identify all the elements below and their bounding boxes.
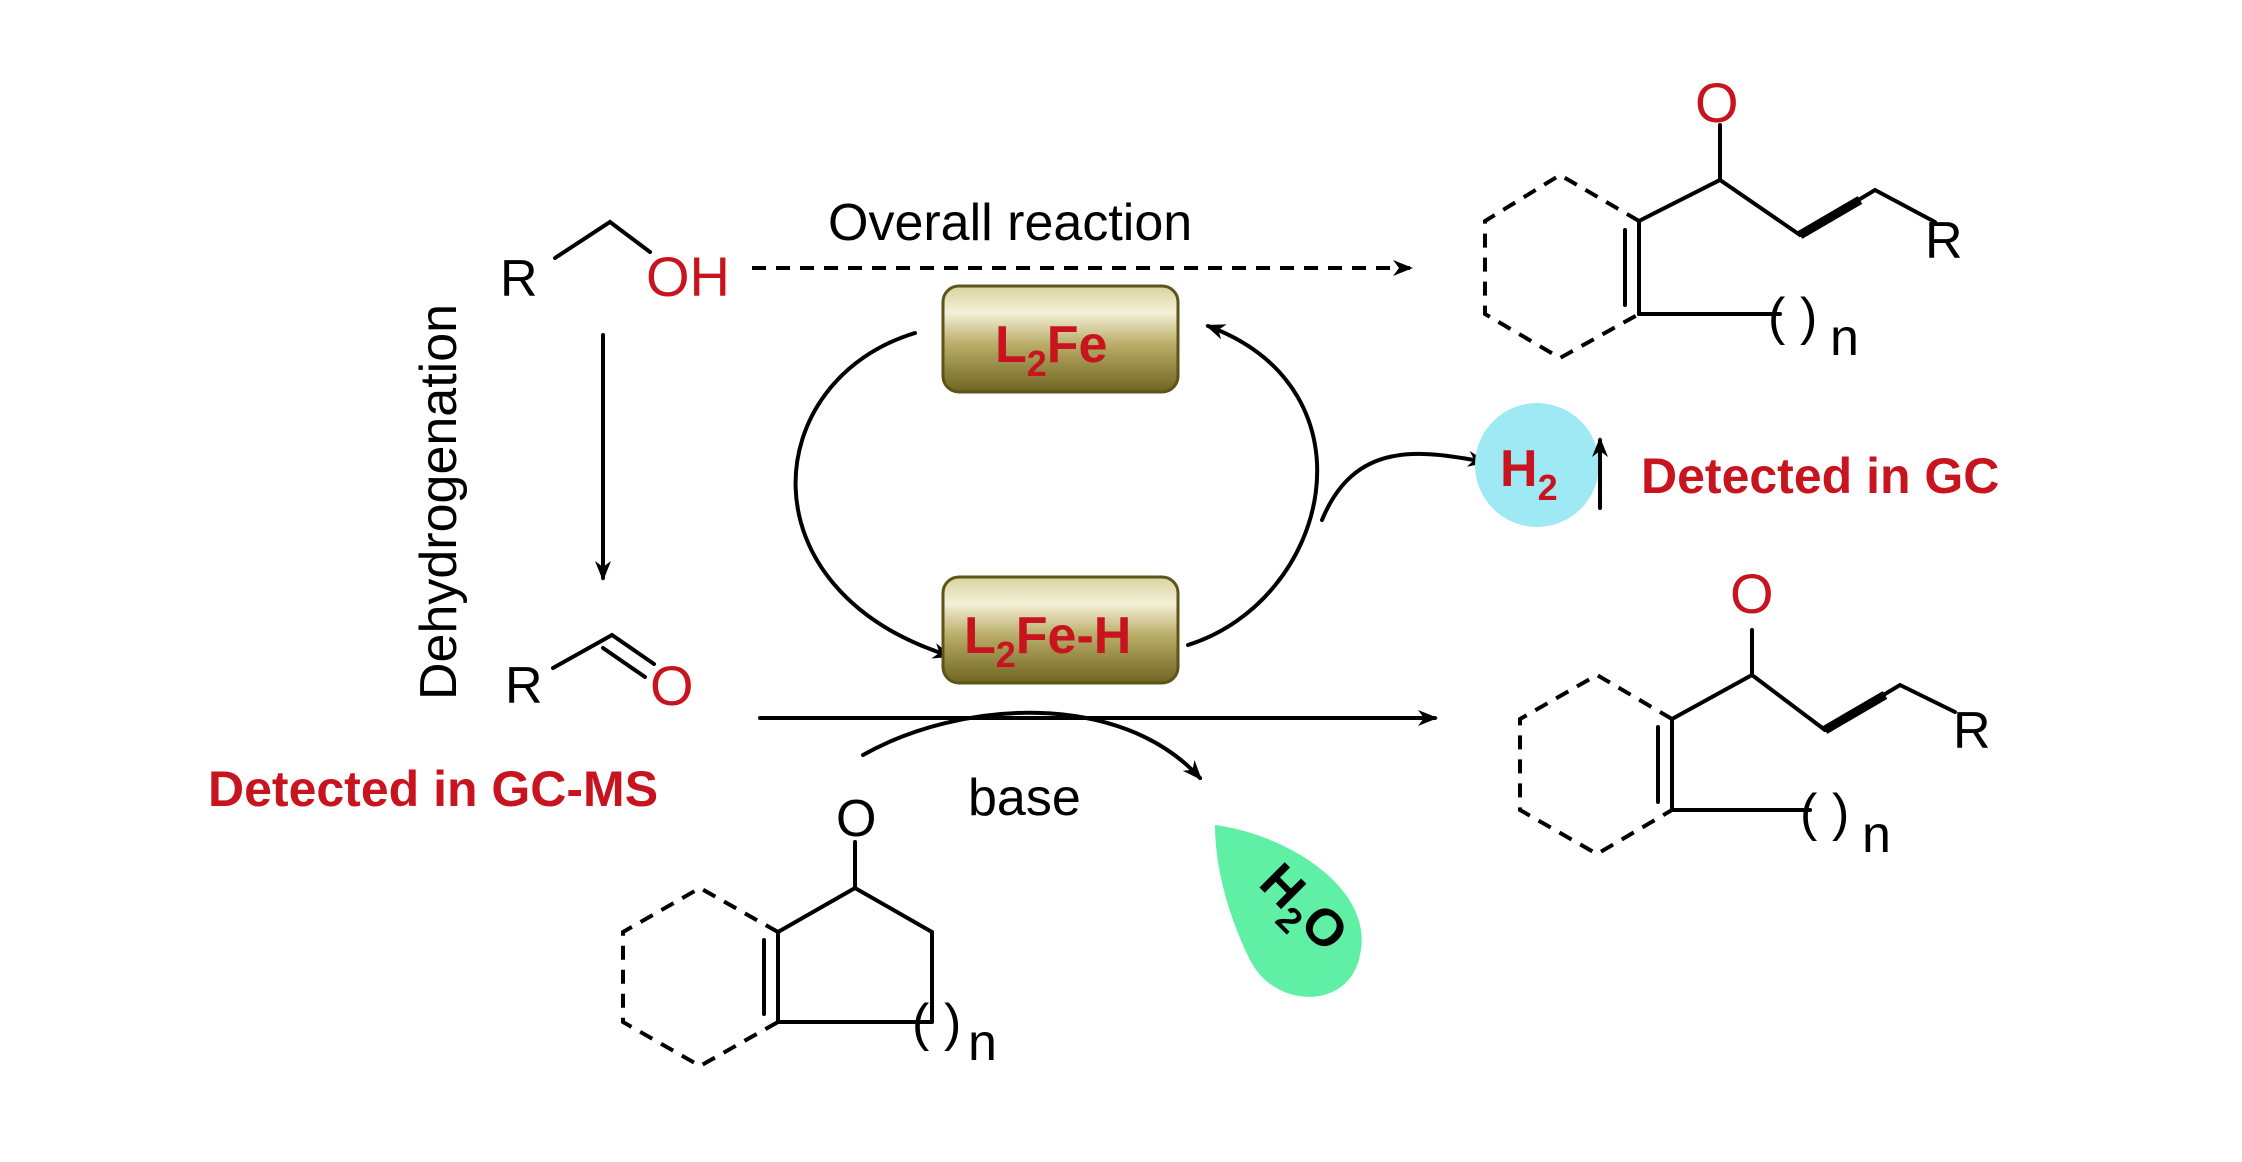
catalyst-l2feh: L2Fe-H: [941, 575, 1180, 685]
product-bottom-r-label: R: [1953, 702, 1991, 760]
overall-reaction-label: Overall reaction: [828, 194, 1192, 252]
detected-gc-label: Detected in GC: [1641, 448, 1999, 504]
product-bottom-n-label: n: [1862, 806, 1891, 864]
aldehyde-o-label: O: [650, 654, 694, 717]
ketone-reactant-paren-open: (: [912, 994, 930, 1052]
svg-text:H2: H2: [1500, 440, 1558, 508]
product-top-o-label: O: [1695, 71, 1739, 134]
ketone-reactant-o-label: O: [836, 790, 876, 848]
cycle-right-arrow: [1186, 324, 1320, 647]
detected-gcms-label: Detected in GC-MS: [208, 761, 658, 817]
product-bottom-paren-close: ): [1832, 784, 1849, 842]
water-release-arrow: [861, 710, 1203, 781]
h2o-drop: H2O: [1215, 825, 1362, 997]
product-bottom-paren-open: (: [1800, 784, 1818, 842]
alcohol-structure: R OH: [500, 219, 730, 308]
catalyst-l2fe: L2Fe: [941, 284, 1180, 394]
aldehyde-structure: R O: [505, 633, 694, 717]
product-top-paren-close: ): [1800, 288, 1817, 346]
product-top-n-label: n: [1830, 309, 1859, 367]
product-bottom-o-label: O: [1730, 562, 1774, 625]
base-label: base: [968, 769, 1081, 827]
cycle-left-arrow: [793, 331, 953, 659]
alcohol-r-label: R: [500, 250, 538, 308]
ketone-reactant-structure: O ( ) n: [621, 790, 997, 1072]
ketone-reactant-n-label: n: [968, 1014, 997, 1072]
aldehyde-r-label: R: [505, 657, 543, 715]
h2-release-arrow: [1320, 451, 1488, 522]
product-bottom-structure: O R ( ) n: [1518, 562, 1991, 864]
product-top-r-label: R: [1925, 212, 1963, 270]
dehydrogenation-label: Dehydrogenation: [410, 304, 468, 700]
svg-text:L2Fe: L2Fe: [995, 316, 1107, 384]
h2-bubble: H2: [1475, 403, 1599, 527]
alcohol-oh-label: OH: [646, 245, 730, 308]
product-top-paren-open: (: [1768, 288, 1786, 346]
ketone-reactant-paren-close: ): [944, 994, 961, 1052]
svg-text:L2Fe-H: L2Fe-H: [964, 607, 1131, 675]
product-top-structure: O R ( ) n: [1483, 71, 1963, 367]
